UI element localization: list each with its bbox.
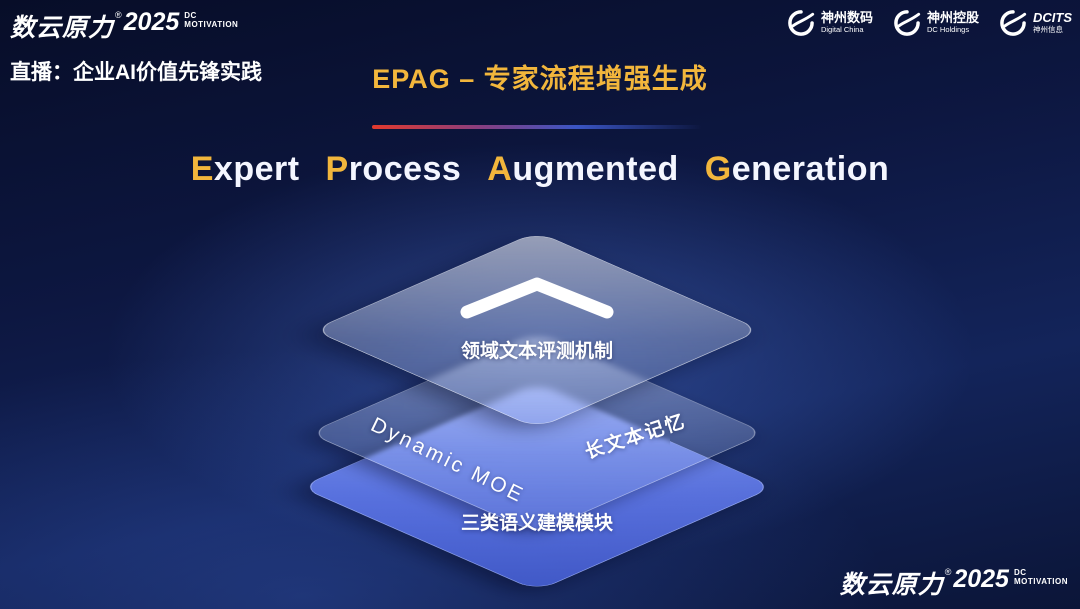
partner-text: 神州数码 Digital China [820, 10, 873, 35]
brand-year: 2025 [953, 565, 1009, 593]
registered-mark: ® [115, 10, 122, 20]
partner-subtitle: DC Holdings [926, 25, 970, 35]
brand-tagline-line1: DC [184, 11, 197, 20]
headline-word: Generation [705, 150, 890, 188]
title-underline [372, 125, 702, 129]
brand-tagline-line2: MOTIVATION [1013, 577, 1068, 587]
chevron-up-icon [460, 277, 614, 319]
layer-bottom-label: 三类语义建模模块 [460, 513, 613, 534]
headline-rest: eneration [731, 150, 890, 188]
headline-initial: E [190, 150, 214, 188]
partner-text: 神州控股 DC Holdings [926, 10, 979, 35]
headline-rest: xpert [213, 150, 300, 188]
headline: Expert Process Augmented Generation [0, 150, 1080, 189]
partner-dc-holdings: 神州控股 DC Holdings [893, 9, 979, 37]
brand-name: 数云原力 [839, 571, 944, 599]
headline-word: Process [326, 150, 462, 188]
partner-name: 神州控股 [926, 10, 979, 26]
digital-china-swoosh-icon [787, 9, 815, 37]
brand-tagline-line2: MOTIVATION [184, 20, 239, 30]
headline-word: Expert [191, 150, 300, 188]
brand-tagline-line1: DC [1013, 568, 1027, 577]
partner-digital-china: 神州数码 Digital China [787, 9, 873, 37]
partner-subtitle: Digital China [820, 25, 864, 35]
brand-name: 数云原力 [10, 14, 115, 42]
partner-subtitle: 神州信息 [1033, 25, 1063, 35]
headline-rest: ugmented [512, 150, 679, 188]
partner-dcits: DCITS 神州信息 [999, 9, 1072, 37]
brand-tagline: DC MOTIVATION [184, 11, 238, 29]
brand-year: 2025 [123, 8, 180, 36]
brand-logo-header: 数云原力 ® 2025 DC MOTIVATION [10, 8, 238, 44]
headline-initial: P [325, 150, 349, 188]
page-title: EPAG – 专家流程增强生成 [372, 64, 708, 94]
brand-tagline: DC MOTIVATION [1014, 568, 1068, 586]
headline-initial: G [704, 150, 732, 188]
dc-holdings-swoosh-icon [893, 9, 921, 37]
headline-rest: rocess [348, 150, 462, 188]
layer-top-label: 领域文本评测机制 [460, 341, 613, 362]
dcits-swoosh-icon [999, 9, 1027, 37]
registered-mark: ® [944, 567, 952, 577]
partner-name: DCITS [1033, 10, 1072, 26]
live-label: 直播：企业AI价值先锋实践 [10, 61, 262, 84]
partner-logos: 神州数码 Digital China 神州控股 DC Holdings [787, 9, 1072, 37]
layer-top [312, 231, 762, 429]
headline-word: Augmented [487, 150, 679, 188]
partner-name: 神州数码 [820, 10, 873, 26]
brand-logo-footer: 数云原力 ® 2025 DC MOTIVATION [840, 565, 1068, 601]
partner-text: DCITS 神州信息 [1033, 10, 1072, 35]
headline-initial: A [487, 150, 513, 188]
